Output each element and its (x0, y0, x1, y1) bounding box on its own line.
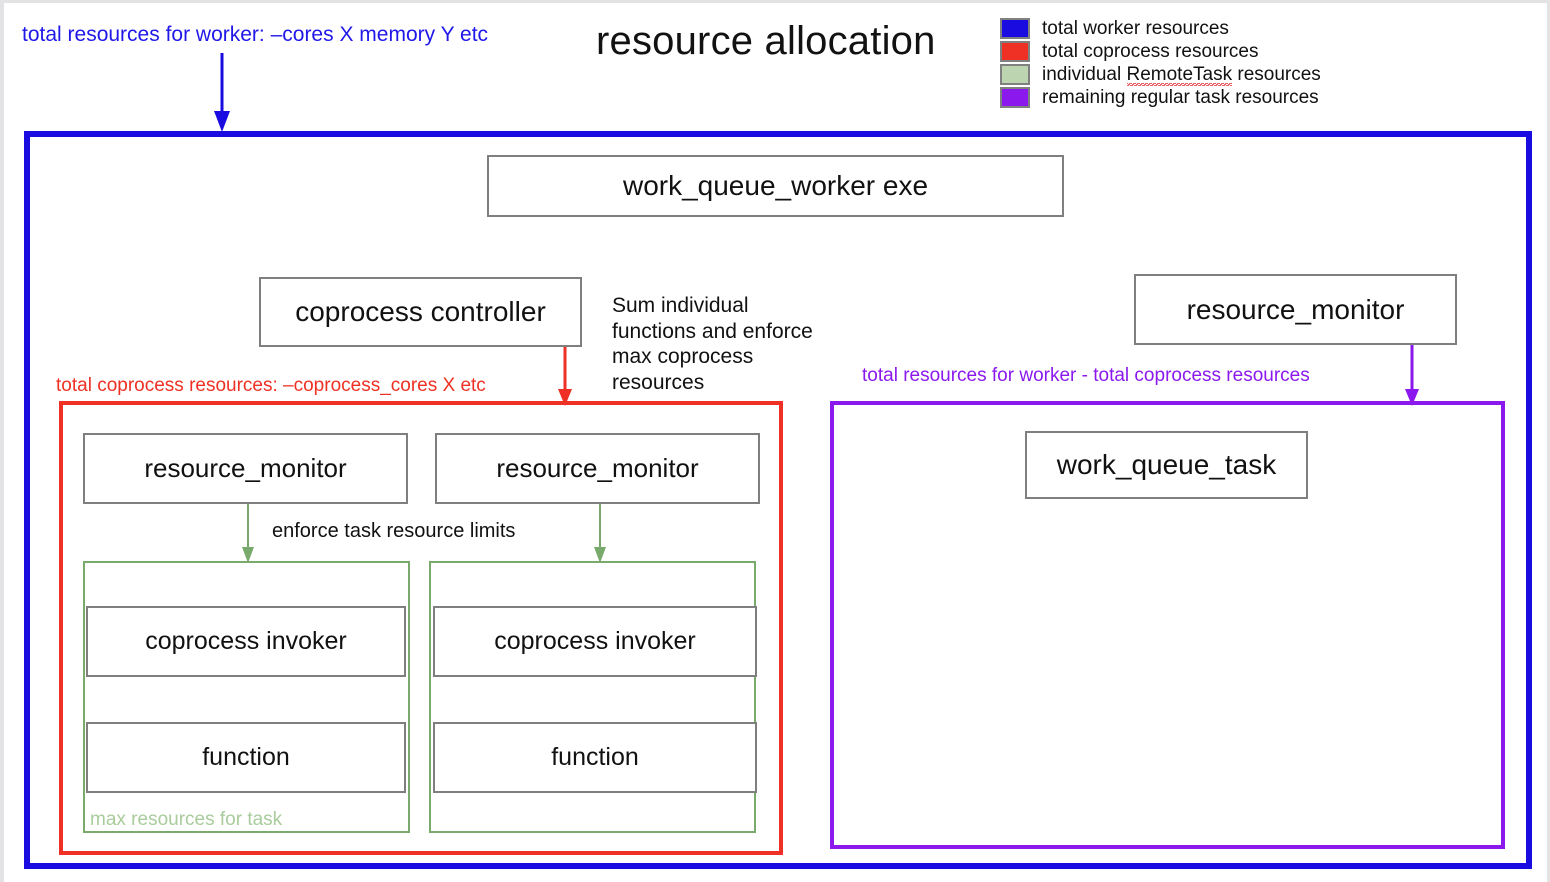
box-resource-monitor-2: resource_monitor (435, 433, 760, 504)
box-coprocess-invoker-1: coprocess invoker (86, 606, 406, 677)
legend-item-coprocess: total coprocess resources (1000, 40, 1321, 63)
legend-item-remotetask: individual RemoteTask resources (1000, 63, 1321, 86)
legend-swatch-red-icon (1000, 41, 1030, 62)
legend-label-worker: total worker resources (1042, 17, 1229, 39)
legend-swatch-purple-icon (1000, 87, 1030, 108)
remote-task-frame-label: max resources for task (90, 809, 283, 830)
legend-item-worker: total worker resources (1000, 17, 1321, 40)
legend-label-remotetask-prefix: individual (1042, 63, 1127, 85)
coprocess-resources-frame (59, 401, 783, 855)
box-coprocess-invoker-2: coprocess invoker (433, 606, 757, 677)
legend-swatch-blue-icon (1000, 18, 1030, 39)
box-resource-monitor-right: resource_monitor (1134, 274, 1457, 345)
remote-task-frame-1 (83, 561, 410, 833)
remote-task-frame-2 (429, 561, 756, 833)
box-work-queue-task: work_queue_task (1025, 431, 1308, 499)
page-title: resource allocation (596, 19, 936, 63)
legend-swatch-green-icon (1000, 64, 1030, 85)
legend-label-remotetask-word: RemoteTask (1126, 63, 1233, 86)
legend-label-coprocess: total coprocess resources (1042, 40, 1259, 62)
legend-label-remotetask-suffix: resources (1232, 63, 1321, 85)
legend: total worker resources total coprocess r… (1000, 17, 1321, 109)
note-enforce-task-resource-limits: enforce task resource limits (272, 520, 516, 542)
box-function-1: function (86, 722, 406, 793)
coprocess-frame-label: total coprocess resources: –coprocess_co… (56, 375, 486, 396)
worker-resources-note: total resources for worker: –cores X mem… (22, 23, 489, 46)
box-work-queue-worker-exe: work_queue_worker exe (487, 155, 1064, 217)
purple-down-arrow-icon (1405, 345, 1419, 406)
legend-label-remotetask: individual RemoteTask resources (1042, 63, 1321, 86)
green-down-arrow-icon-1 (242, 504, 254, 563)
regular-task-frame-label: total resources for worker - total copro… (862, 365, 1310, 386)
box-function-2: function (433, 722, 757, 793)
note-sum-individual-functions: Sum individual functions and enforce max… (612, 294, 813, 394)
regular-task-resources-frame (830, 401, 1505, 849)
box-coprocess-controller: coprocess controller (259, 277, 582, 347)
green-down-arrow-icon-2 (594, 504, 606, 563)
red-down-arrow-icon (558, 347, 572, 406)
box-resource-monitor-1: resource_monitor (83, 433, 408, 504)
blue-down-arrow-icon (214, 53, 230, 132)
worker-resources-frame (24, 131, 1532, 869)
legend-item-regular-task: remaining regular task resources (1000, 86, 1321, 109)
legend-label-regular-task: remaining regular task resources (1042, 86, 1319, 108)
